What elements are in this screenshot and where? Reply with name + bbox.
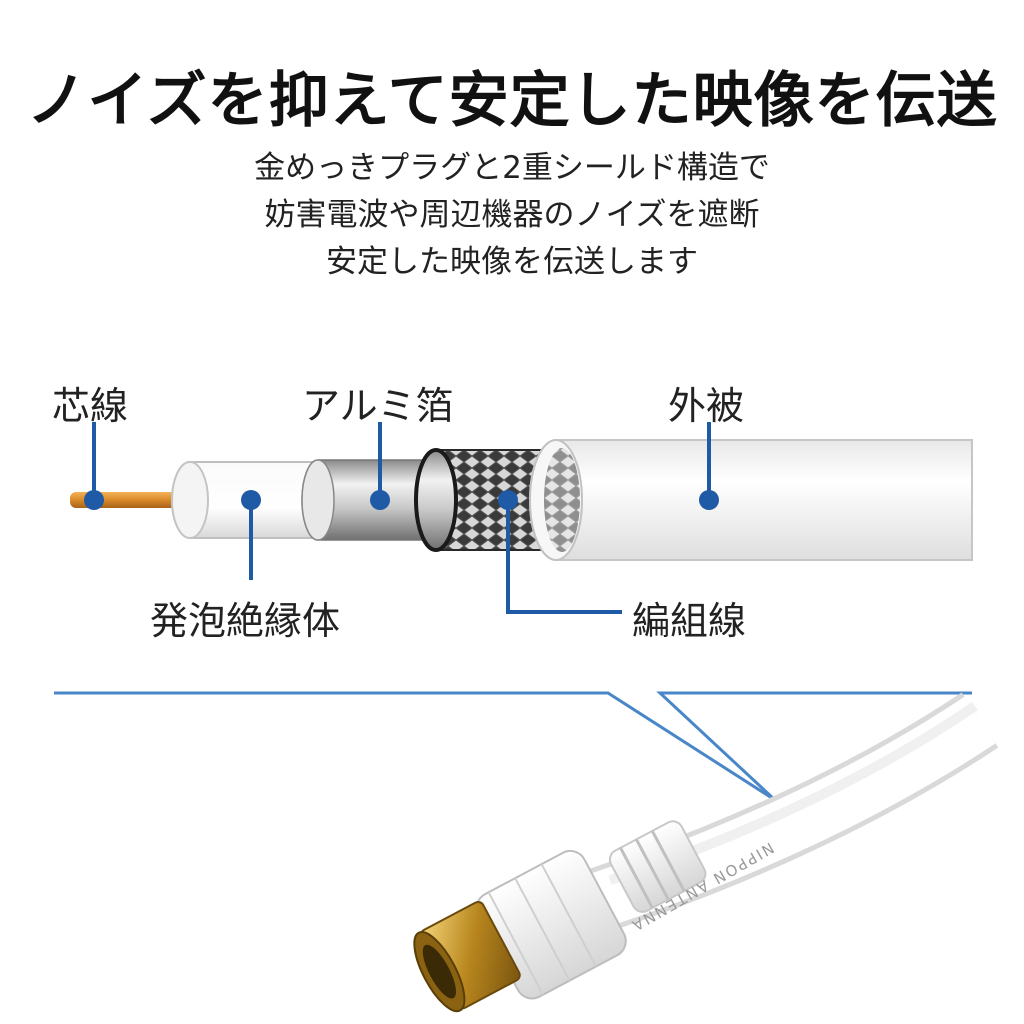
cable-cross-section	[70, 439, 973, 561]
leader-lines	[92, 422, 711, 614]
callout-line-right	[656, 691, 972, 802]
leader-dots	[84, 490, 719, 510]
outer-jacket	[529, 439, 973, 561]
subcopy-line-1: 金めっきプラグと2重シールド構造で	[254, 150, 770, 186]
label-aluminum-foil: アルミ箔	[302, 384, 454, 428]
subcopy: 金めっきプラグと2重シールド構造で 妨害電波や周辺機器のノイズを遮断 安定した映…	[0, 145, 1024, 286]
subcopy-line-3: 安定した映像を伝送します	[326, 244, 698, 280]
label-core-wire: 芯線	[52, 384, 129, 428]
cable-product	[413, 692, 999, 1013]
callout-line	[54, 691, 776, 802]
subcopy-line-2: 妨害電波や周辺機器のノイズを遮断	[264, 197, 760, 233]
label-braided-wire: 編組線	[632, 599, 747, 643]
headline: ノイズを抑えて安定した映像を伝送	[26, 66, 998, 136]
label-foam-insulator: 発泡絶縁体	[150, 599, 341, 643]
label-outer-jacket: 外被	[668, 384, 745, 428]
